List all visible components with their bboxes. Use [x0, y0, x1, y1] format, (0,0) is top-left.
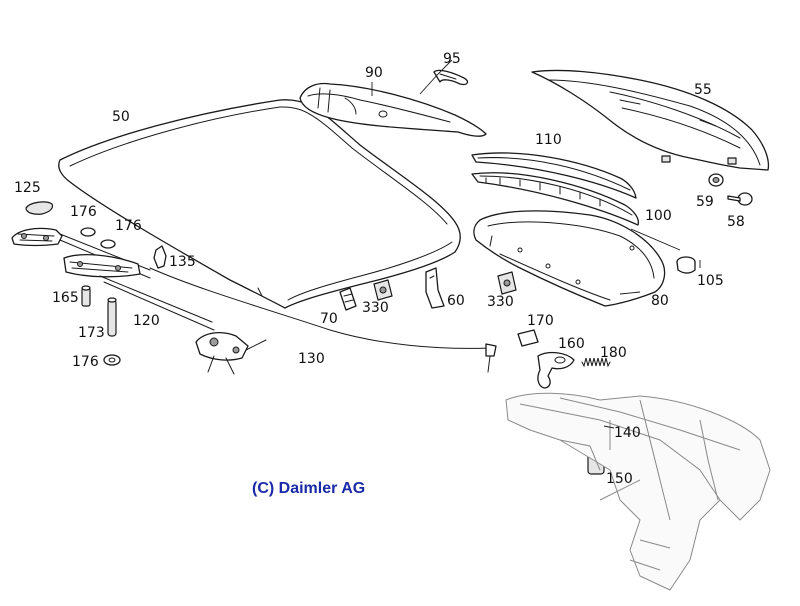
part-70-bracket — [339, 287, 357, 311]
part-60-hinge-plate — [425, 267, 445, 309]
callout-125: 125 — [14, 180, 41, 196]
callout-70: 70 — [320, 311, 338, 327]
callout-120: 120 — [133, 313, 160, 329]
callout-330b: 330 — [487, 294, 514, 310]
callout-80: 80 — [651, 293, 669, 309]
callout-110: 110 — [535, 132, 562, 148]
part-330-bumper-a — [373, 279, 393, 301]
part-59-washer — [708, 173, 724, 187]
callout-176c: 176 — [72, 354, 99, 370]
part-176-washer-b — [100, 239, 116, 249]
part-80-trunk-lid — [473, 210, 666, 307]
callout-176b: 176 — [115, 218, 142, 234]
part-130-cable — [149, 267, 497, 373]
part-90-rear-frame — [299, 82, 487, 137]
part-180-spring — [581, 357, 611, 368]
part-160-latch — [537, 351, 575, 389]
callout-60: 60 — [447, 293, 465, 309]
callout-50: 50 — [112, 109, 130, 125]
callout-95: 95 — [443, 51, 461, 67]
callout-59: 59 — [696, 194, 714, 210]
callout-135: 135 — [169, 254, 196, 270]
part-120-linkage — [195, 331, 267, 375]
callout-100: 100 — [645, 208, 672, 224]
part-176-washer-a — [80, 227, 96, 237]
callout-160: 160 — [558, 336, 585, 352]
part-330-bumper-b — [497, 271, 517, 295]
callout-labels: 50 90 95 55 110 100 59 58 105 80 125 176… — [14, 51, 745, 487]
callout-55: 55 — [694, 82, 712, 98]
part-55-rear-window — [531, 69, 770, 171]
copyright-notice: (C) Daimler AG — [252, 480, 366, 497]
part-135-clip — [153, 245, 167, 269]
callout-90: 90 — [365, 65, 383, 81]
callout-170: 170 — [527, 313, 554, 329]
part-176-washer-c — [103, 354, 121, 366]
callout-150: 150 — [606, 471, 633, 487]
part-100-trim-strip — [471, 172, 639, 226]
callout-173: 173 — [78, 325, 105, 341]
callout-105: 105 — [697, 273, 724, 289]
callout-165: 165 — [52, 290, 79, 306]
callout-58: 58 — [727, 214, 745, 230]
callout-140: 140 — [614, 425, 641, 441]
callout-130: 130 — [298, 351, 325, 367]
callout-330a: 330 — [362, 300, 389, 316]
part-125-cap — [25, 201, 54, 215]
part-110-trim-strip — [471, 152, 637, 199]
left-hinge-mechanism — [11, 227, 215, 331]
part-165-pin — [81, 285, 91, 307]
leader-lines — [371, 59, 701, 429]
body-frame-context — [505, 392, 771, 591]
part-173-rod — [107, 297, 117, 337]
part-95-bracket — [433, 69, 469, 86]
part-58-bolt — [727, 192, 753, 206]
part-50-roof-panel — [58, 99, 461, 309]
callout-176a: 176 — [70, 204, 97, 220]
part-105-rubber-stop — [676, 256, 696, 274]
part-170-plate — [517, 329, 539, 347]
callout-180: 180 — [600, 345, 627, 361]
